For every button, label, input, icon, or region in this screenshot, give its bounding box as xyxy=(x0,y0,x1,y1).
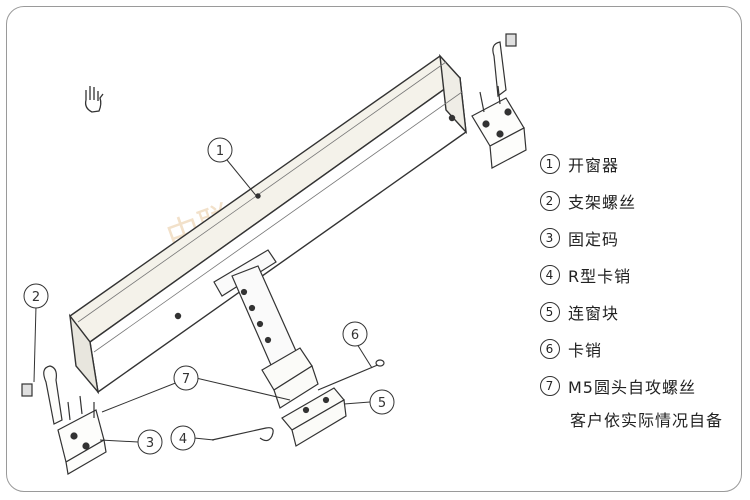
legend-label: M5圆头自攻螺丝 xyxy=(568,377,696,397)
leader-lines xyxy=(33,159,373,443)
callout-2-number: 2 xyxy=(32,290,40,305)
legend-number: 6 xyxy=(540,338,560,359)
legend-label: 卡销 xyxy=(568,340,603,360)
window-opener-body xyxy=(68,53,467,395)
legend-number: 7 xyxy=(540,375,560,396)
legend-item: 1 开窗器 xyxy=(540,145,745,182)
rounded-frame xyxy=(6,6,742,492)
legend-item: 2 支架螺丝 xyxy=(540,182,745,219)
legend-number: 2 xyxy=(540,190,560,211)
legend-item: 6 卡销 xyxy=(540,330,745,367)
callout-7: 7 xyxy=(173,365,199,391)
link-arm xyxy=(213,249,301,373)
legend-label: 固定码 xyxy=(568,229,620,249)
callout-3: 3 xyxy=(137,429,163,455)
legend-item: 4 R型卡销 xyxy=(540,256,745,293)
legend-number: 1 xyxy=(540,153,560,174)
top-bracket xyxy=(471,33,527,169)
callout-5: 5 xyxy=(369,389,395,415)
legend-number: 3 xyxy=(540,227,560,248)
legend-number: 5 xyxy=(540,301,560,322)
legend-item: 7 M5圆头自攻螺丝 xyxy=(540,367,745,404)
window-link-block xyxy=(261,347,347,447)
legend-label: 支架螺丝 xyxy=(568,192,637,212)
callout-4-number: 4 xyxy=(179,432,187,447)
callout-5-number: 5 xyxy=(378,396,386,411)
legend-item: 3 固定码 xyxy=(540,219,745,256)
legend-item: 5 连窗块 xyxy=(540,293,745,330)
callout-1: 1 xyxy=(207,137,233,163)
hand-cursor-icon xyxy=(84,86,104,113)
callout-6-number: 6 xyxy=(351,328,359,343)
callout-7-number: 7 xyxy=(182,372,190,387)
bottom-bracket xyxy=(21,365,107,475)
callout-6: 6 xyxy=(342,321,368,347)
pin-part xyxy=(317,359,385,391)
parts-legend: 1 开窗器 2 支架螺丝 3 固定码 4 R型卡销 5 连窗块 6 卡销 7 M… xyxy=(540,145,745,434)
callout-4: 4 xyxy=(170,425,196,451)
r-clip-part xyxy=(211,427,274,442)
callout-3-number: 3 xyxy=(146,436,154,451)
callout-2: 2 xyxy=(23,283,49,309)
legend-label: R型卡销 xyxy=(568,266,632,286)
legend-number: 4 xyxy=(540,264,560,285)
legend-note: 客户依实际情况自备 xyxy=(570,411,724,430)
legend-label: 连窗块 xyxy=(568,303,620,323)
legend-label: 开窗器 xyxy=(568,155,620,175)
callout-1-number: 1 xyxy=(216,144,224,159)
